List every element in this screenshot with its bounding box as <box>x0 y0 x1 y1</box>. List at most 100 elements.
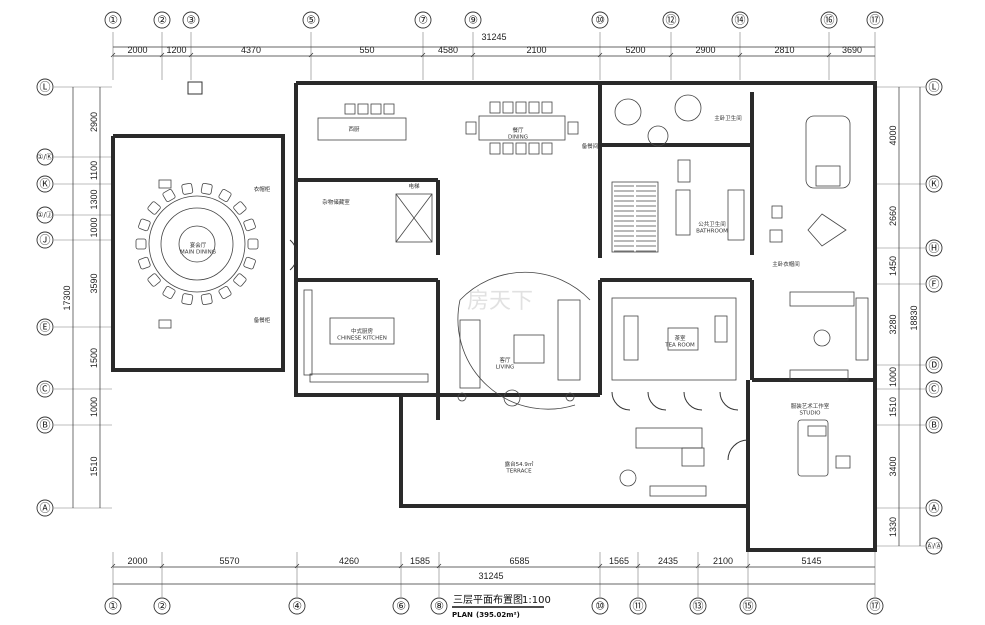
axis-label: Ⓚ <box>40 178 51 191</box>
banquet-chair <box>218 285 232 299</box>
dim-segment: 550 <box>359 45 374 55</box>
banquet-chair <box>147 201 161 215</box>
kitchen-counter-south <box>309 373 429 383</box>
living-arc-lower <box>457 299 576 410</box>
bottom-total-dim: 31245 <box>478 571 503 581</box>
axis-bubble-top: ③ <box>182 11 200 29</box>
axis-label: ⑮ <box>743 600 754 613</box>
studio-balcony-wall <box>746 506 877 552</box>
axis-bubble-right: Ⓑ <box>925 416 943 434</box>
axis-bubble-left: Ⓑ <box>36 416 54 434</box>
room-master-bath: 主卧卫生间 <box>714 114 742 122</box>
terrace-chair <box>619 469 637 487</box>
axis-bubble-left: Ⓛ <box>36 78 54 96</box>
terrace-wall <box>399 395 748 508</box>
axis-label: Ⓔ <box>40 321 51 334</box>
dim-segment: 1450 <box>888 256 898 276</box>
axis-bubble-right: Ⓓ <box>925 356 943 374</box>
terrace-table <box>681 447 705 467</box>
room-master-closet: 主卧衣帽间 <box>772 260 800 268</box>
banquet-chair <box>162 285 176 299</box>
axis-label: ⑥ <box>396 600 406 613</box>
banquet-chair <box>243 218 256 232</box>
room-lift: 电梯 <box>408 182 420 190</box>
banquet-chair <box>162 189 176 203</box>
kitchen-counter <box>303 289 313 376</box>
axis-label: ⑫ <box>666 14 677 27</box>
axis-label: ⑯ <box>824 14 835 27</box>
coffee-table <box>513 334 545 364</box>
banquet-chair <box>181 182 194 195</box>
axis-bubble-top: ⑭ <box>731 11 749 29</box>
top-total-dim: 31245 <box>481 32 506 42</box>
axis-bubble-left: ①/Ⓙ <box>36 206 54 224</box>
dim-segment: 3690 <box>842 45 862 55</box>
dim-segment: 4370 <box>241 45 261 55</box>
plan-area: (395.02m²) <box>476 611 520 619</box>
dining-table <box>478 115 566 141</box>
plan-scale: 1:100 <box>522 595 551 606</box>
axis-bubble-left: Ⓚ <box>36 175 54 193</box>
axis-label: ⑪ <box>633 600 644 613</box>
dim-segment: 3280 <box>888 314 898 334</box>
closet-bench <box>815 165 841 187</box>
closet-table <box>769 205 847 247</box>
dim-segment: 3590 <box>89 273 99 293</box>
dim-segment: 1500 <box>89 348 99 368</box>
axis-label: ① <box>108 14 118 27</box>
banquet-chair <box>147 273 161 287</box>
vanity <box>675 189 691 236</box>
column-marker <box>187 81 203 95</box>
dim-segment: 1565 <box>609 556 629 566</box>
staircase <box>611 181 659 253</box>
axis-bubble-top: ⑰ <box>866 11 884 29</box>
axis-bubble-bottom: ② <box>153 597 171 615</box>
axis-label: Ⓒ <box>40 383 51 396</box>
dim-segment: 1300 <box>89 189 99 209</box>
plan-sub: PLAN <box>452 611 473 619</box>
tea-table <box>667 327 699 351</box>
axis-label: ⑩ <box>595 14 605 27</box>
axis-label: ①/Ⓚ <box>37 153 53 161</box>
axis-bubble-bottom: ⑧ <box>430 597 448 615</box>
dim-segment: 3400 <box>888 456 898 476</box>
banquet-hall-wall <box>111 134 285 372</box>
axis-bubble-right: Ⓐ <box>925 499 943 517</box>
banquet-chair <box>200 293 213 306</box>
studio-chair <box>835 455 851 469</box>
walls <box>111 81 877 552</box>
service-table <box>813 329 831 347</box>
wall-lamp <box>158 179 172 189</box>
banquet-door-swing <box>289 239 298 271</box>
dim-segment: 5200 <box>625 45 645 55</box>
axis-label: ② <box>157 600 167 613</box>
axis-bubble-top: ⑨ <box>464 11 482 29</box>
dim-segment: 2100 <box>526 45 546 55</box>
axis-bubble-top: ⑤ <box>302 11 320 29</box>
banquet-chair <box>135 238 147 250</box>
dim-segment: 2810 <box>774 45 794 55</box>
axis-bubble-bottom: ⑮ <box>739 597 757 615</box>
plan-title: 三层平面布置图 <box>453 594 523 606</box>
round-dining-table <box>148 195 246 293</box>
axis-label: ⑤ <box>306 14 316 27</box>
axis-label: Ⓙ <box>40 234 51 247</box>
vanity-2 <box>727 189 745 241</box>
dim-segment: 1510 <box>888 397 898 417</box>
axis-label: ⑰ <box>870 14 881 27</box>
axis-bubble-bottom: ④ <box>288 597 306 615</box>
axis-bubble-right: Ⓛ <box>925 78 943 96</box>
axis-label: ⑦ <box>418 14 428 27</box>
banquet-chair <box>243 256 256 270</box>
kitchen-block-wall <box>294 83 600 397</box>
axis-bubble-left: Ⓒ <box>36 380 54 398</box>
axis-label: ② <box>157 14 167 27</box>
left-total-dim: 17300 <box>62 285 72 310</box>
axis-label: ⑬ <box>693 600 704 613</box>
axis-bubble-right: Ⓕ <box>925 275 943 293</box>
axis-label: Ⓕ <box>929 278 940 291</box>
axis-bubble-right: Ⓒ <box>925 380 943 398</box>
